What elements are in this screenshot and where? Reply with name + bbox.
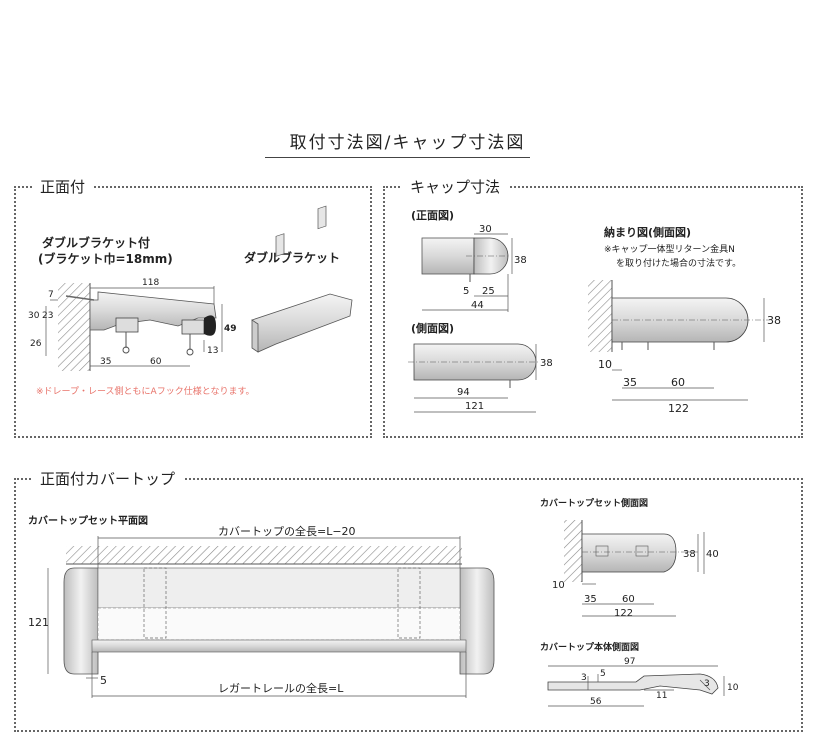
cover-body-dim-3b: 3 xyxy=(704,679,710,689)
cap-side-dim-38: 38 xyxy=(540,358,553,369)
front-dim-26: 26 xyxy=(30,339,42,349)
cap-side-view-title: (側面図) xyxy=(411,321,454,335)
cover-plan-dim-121: 121 xyxy=(28,616,49,629)
front-dim-118: 118 xyxy=(142,278,159,288)
front-dim-7: 7 xyxy=(48,290,54,300)
cover-set-side-drawing xyxy=(564,520,700,582)
front-dim-35: 35 xyxy=(100,357,111,367)
cover-set-dim-38: 38 xyxy=(683,549,696,560)
cap-installed-drawing xyxy=(588,280,770,352)
panel-cap-label: キャップ寸法 xyxy=(402,176,509,197)
panel-cover-label: 正面付カバートップ xyxy=(32,468,184,489)
cap-installed-note-line1: ※キャップ一体型リターン金具N xyxy=(604,243,735,255)
panel-front xyxy=(14,186,372,438)
cover-body-dim-5: 5 xyxy=(600,669,606,679)
cover-set-side-dimension-lines xyxy=(582,532,705,617)
cap-installed-title: 納まり図(側面図) xyxy=(604,225,691,239)
cover-body-side-dimension-labels: 97 3 5 10 3 11 56 xyxy=(581,657,739,707)
cover-plan-top-label: カバートップの全長=L−20 xyxy=(218,524,356,538)
panel-cover xyxy=(14,478,803,732)
cover-body-side-dimension-lines xyxy=(548,665,725,707)
front-dimension-labels: 118 7 30 23 26 49 13 35 60 xyxy=(28,278,237,367)
cap-side-view-drawing xyxy=(408,343,540,388)
cap-front-dim-38: 38 xyxy=(514,255,527,266)
cover-body-side-title: カバートップ本体側面図 xyxy=(540,641,639,653)
cover-plan-bottom-label: レガートレールの全長=L xyxy=(218,681,344,695)
cover-plan-dim-5: 5 xyxy=(100,674,107,687)
double-bracket-3d-drawing xyxy=(251,205,353,353)
cap-installed-dimension-labels: 38 10 35 60 122 xyxy=(598,314,781,415)
cover-plan-dimension-labels: 121 5 xyxy=(28,616,107,687)
panel-cap xyxy=(383,186,803,438)
panel-front-label: 正面付 xyxy=(32,176,94,197)
cap-side-dim-121: 121 xyxy=(465,401,484,412)
cap-installed-dim-60: 60 xyxy=(671,376,685,389)
front-bracket-drawing xyxy=(65,291,217,356)
cover-plan-drawing xyxy=(63,546,495,675)
cover-set-side-title: カバートップセット側面図 xyxy=(540,497,648,509)
cap-front-dimension-lines xyxy=(422,233,513,312)
cap-front-dim-44: 44 xyxy=(471,300,484,311)
cap-side-dimension-labels: 38 94 121 xyxy=(457,358,553,412)
cap-side-dimension-lines xyxy=(414,344,537,413)
front-dimension-lines xyxy=(45,286,223,367)
cap-installed-dimension-lines xyxy=(612,298,765,401)
front-heading-line1: ダブルブラケット付 xyxy=(42,235,150,250)
cap-front-dim-25: 25 xyxy=(482,286,495,297)
front-dim-23: 23 xyxy=(42,311,53,321)
cover-body-dim-10: 10 xyxy=(727,683,739,693)
cover-set-dim-10: 10 xyxy=(552,580,565,591)
front-dim-60: 60 xyxy=(150,357,162,367)
front-dim-30: 30 xyxy=(28,311,40,321)
cover-body-dim-11: 11 xyxy=(656,691,667,701)
cover-set-dim-122: 122 xyxy=(614,608,633,619)
cap-installed-dim-35: 35 xyxy=(623,376,637,389)
cover-body-dim-3a: 3 xyxy=(581,673,587,683)
cap-installed-dim-38: 38 xyxy=(767,314,781,327)
title-underline xyxy=(265,157,530,158)
cap-front-dim-30: 30 xyxy=(479,224,492,235)
cover-set-dim-35: 35 xyxy=(584,594,597,605)
front-heading-line2: (ブラケット巾=18mm) xyxy=(38,251,173,266)
cap-front-dimension-labels: 30 38 5 25 44 xyxy=(463,224,527,311)
cover-set-dim-40: 40 xyxy=(706,549,719,560)
cap-installed-dim-122: 122 xyxy=(668,402,689,415)
page-title: 取付寸法図/キャップ寸法図 xyxy=(289,133,526,153)
cover-set-dim-60: 60 xyxy=(622,594,635,605)
front-dim-13: 13 xyxy=(207,346,218,356)
front-wall xyxy=(58,283,91,371)
front-note: ※ドレープ・レース側ともにAフック仕様となります。 xyxy=(36,385,255,397)
cover-plan-dimension-lines xyxy=(47,536,467,698)
cap-installed-note-line2: を取り付けた場合の寸法です。 xyxy=(616,257,741,269)
cap-installed-dim-10: 10 xyxy=(598,358,612,371)
cap-front-dim-5: 5 xyxy=(463,286,469,297)
cap-front-view-title: (正面図) xyxy=(411,208,454,222)
cover-plan-title: カバートップセット平面図 xyxy=(28,514,148,527)
front-dim-49: 49 xyxy=(224,324,237,334)
cover-body-dim-56: 56 xyxy=(590,697,602,707)
cover-set-side-dimension-labels: 38 40 10 35 60 122 xyxy=(552,549,719,619)
cap-side-dim-94: 94 xyxy=(457,387,470,398)
cover-body-side-drawing xyxy=(547,673,719,695)
cap-front-view-drawing xyxy=(421,237,509,282)
cover-body-dim-97: 97 xyxy=(624,657,635,667)
front-bracket-title: ダブルブラケット xyxy=(244,250,340,265)
